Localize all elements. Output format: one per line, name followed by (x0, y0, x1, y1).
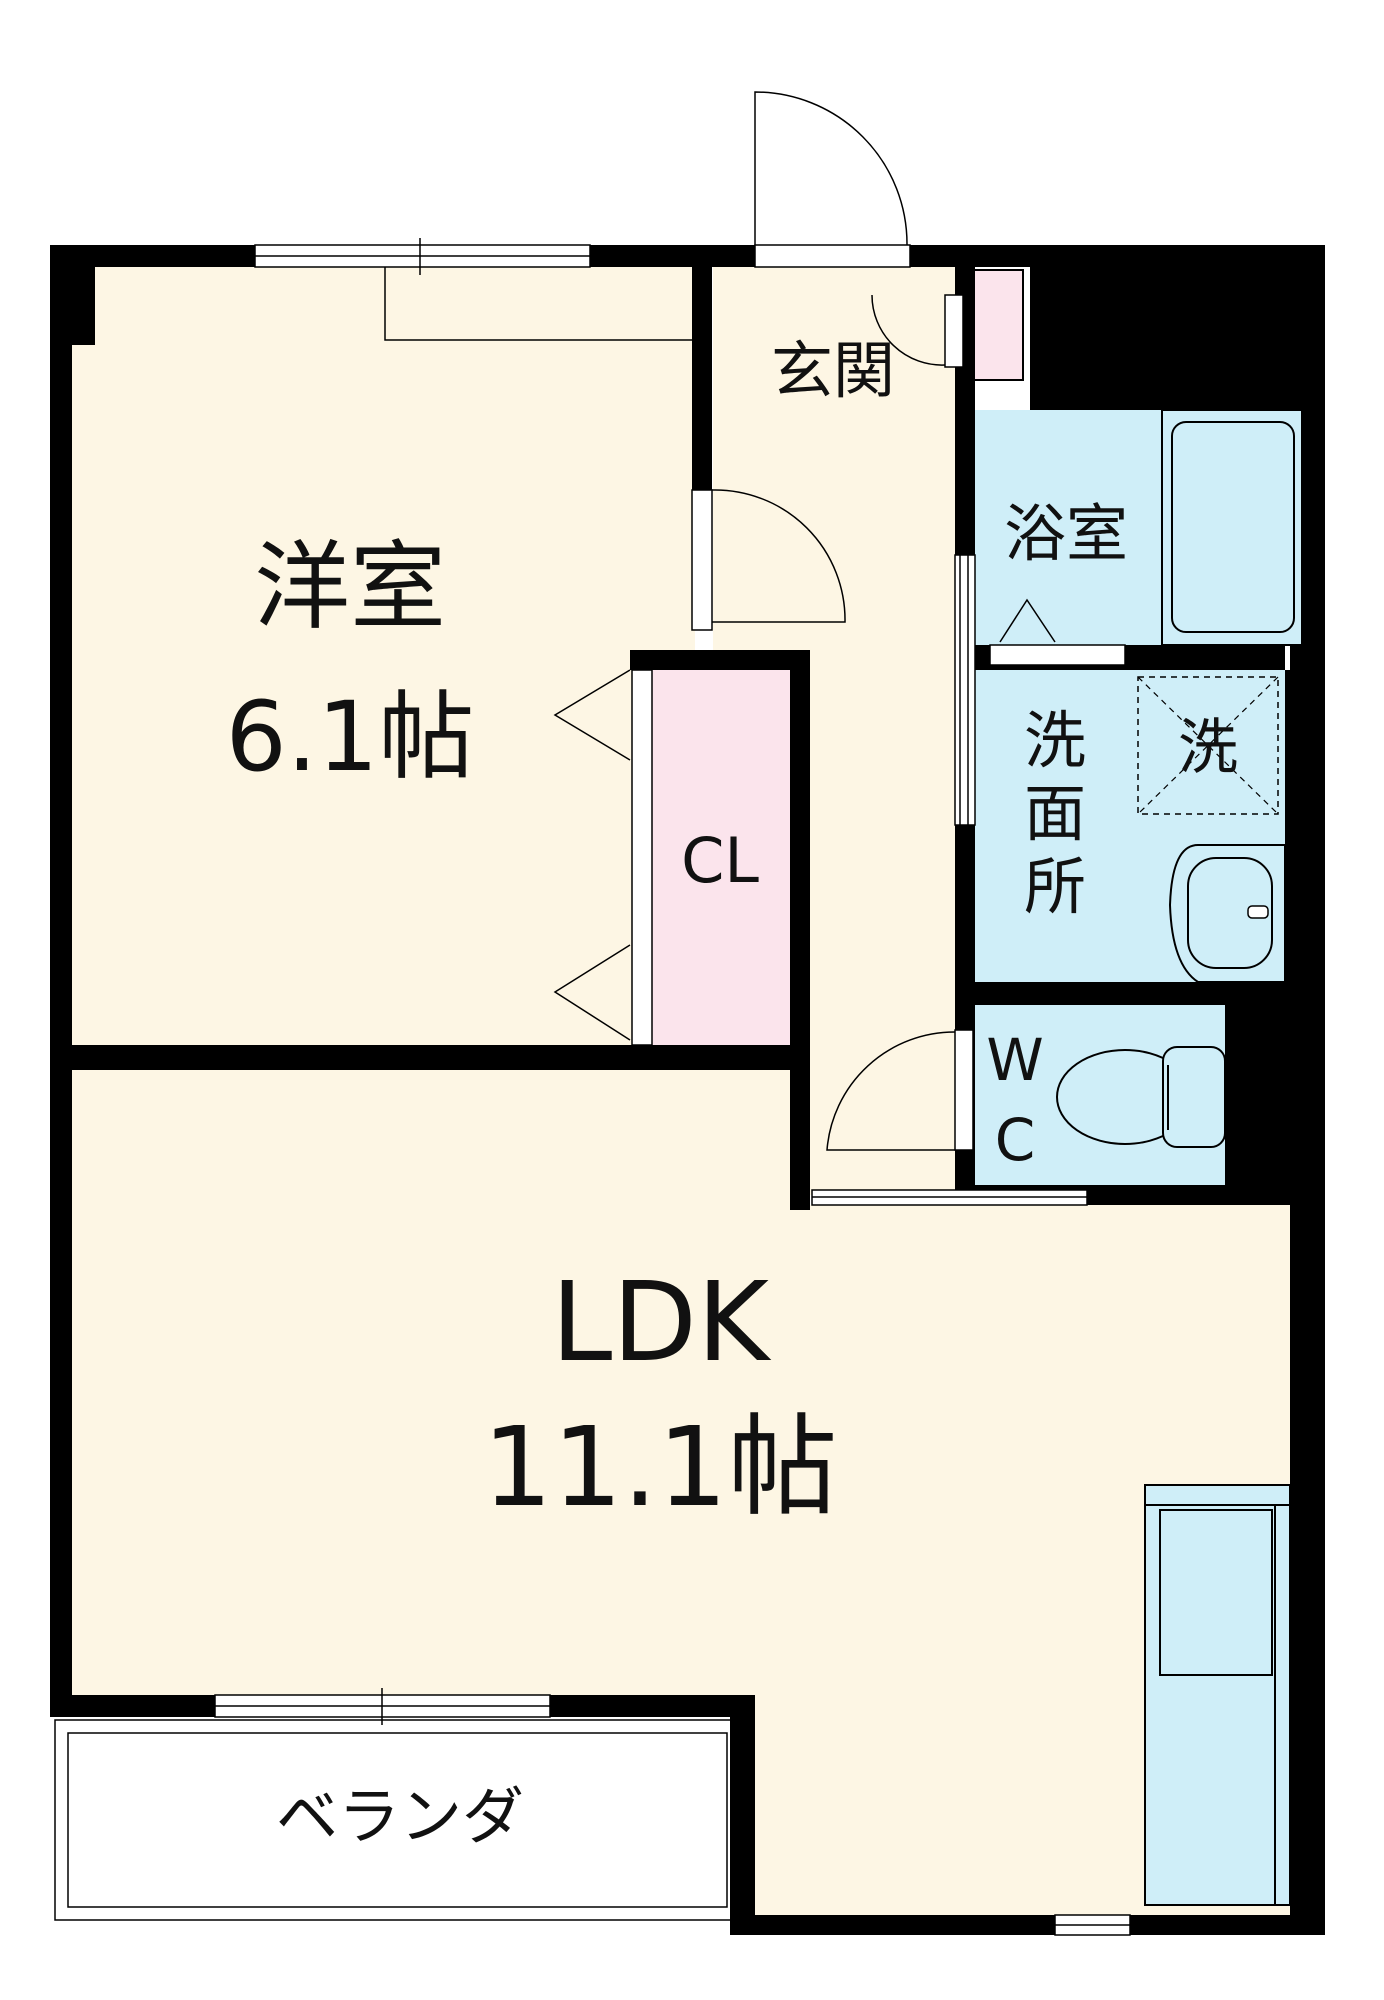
dry-floors (70, 265, 1290, 1920)
toilet-name-2: C (995, 1106, 1036, 1174)
washroom-name-3: 所 (1024, 850, 1086, 923)
wall-north-mid (590, 245, 755, 267)
toilet-door-frame (954, 1029, 974, 1151)
closet-door-lower (553, 944, 631, 1041)
veranda-rail (67, 1732, 728, 1908)
wall-closet-east (790, 650, 810, 1210)
entrance-door-swing (871, 294, 946, 366)
washroom-name-2: 面 (1024, 777, 1086, 850)
western-room-name: 洋室 (254, 531, 446, 643)
wall-south-ldk (735, 1915, 1325, 1935)
ldk-floor (70, 1070, 1290, 1920)
bath-door-opening (954, 554, 976, 826)
western-room-size: 6.1帖 (226, 681, 475, 793)
western-room-inner-frame (384, 267, 692, 341)
sink-bowl (1187, 857, 1273, 969)
sink-faucet (1247, 905, 1269, 919)
front-door-opening (754, 244, 911, 268)
bath-door-sill (989, 644, 1126, 666)
washer-space (1137, 676, 1279, 815)
windows (214, 238, 1131, 1936)
wall-toilet-east (1225, 1005, 1290, 1205)
toilet-name-1: W (986, 1026, 1043, 1094)
veranda-name: ベランダ (276, 1780, 524, 1853)
front-door-swing (754, 91, 908, 246)
entrance-name: 玄関 (771, 334, 895, 407)
western-room-door-frame (691, 489, 713, 631)
ldk-name: LDK (551, 1258, 772, 1386)
shoe-cabinet (967, 269, 1024, 381)
labels: 洋室 6.1帖 LDK 11.1帖 玄関 浴室 洗 面 所 洗 CL W C ベ… (226, 334, 1238, 1853)
kitchen-top (1144, 1484, 1291, 1506)
entrance-door-frame (944, 294, 964, 368)
wall-closet-top (630, 650, 810, 670)
fixtures (1056, 409, 1303, 1905)
kitchen-sink (1159, 1509, 1273, 1676)
western-room-door-swing (711, 489, 846, 623)
bath-door-threshold (999, 598, 1056, 643)
wall-ne-block (1030, 245, 1325, 410)
bathroom-name: 浴室 (1004, 497, 1128, 570)
washroom-name-1: 洗 (1024, 704, 1086, 777)
western-room-floor (70, 265, 695, 1045)
wall-west-corner (50, 245, 95, 345)
wall-west (50, 245, 72, 1705)
wall-ldk-step (730, 1695, 755, 1935)
ldk-size: 11.1帖 (483, 1403, 838, 1531)
closet-floor (650, 670, 790, 1045)
wall-bath-east (1302, 410, 1325, 670)
washer-label: 洗 (1178, 713, 1238, 783)
toilet-door-swing (826, 1031, 956, 1151)
toilet-tank (1162, 1046, 1226, 1148)
wall-north-left (50, 245, 255, 267)
wall-wash-east (1285, 670, 1325, 1010)
wall-wash-south (975, 982, 1285, 1005)
closet-door-upper (553, 669, 631, 761)
bathtub-inner (1171, 421, 1295, 633)
doors (384, 91, 1126, 1206)
closet-name: CL (681, 824, 759, 897)
wall-western-south (70, 1045, 810, 1070)
closet-door-frame (631, 669, 653, 1046)
